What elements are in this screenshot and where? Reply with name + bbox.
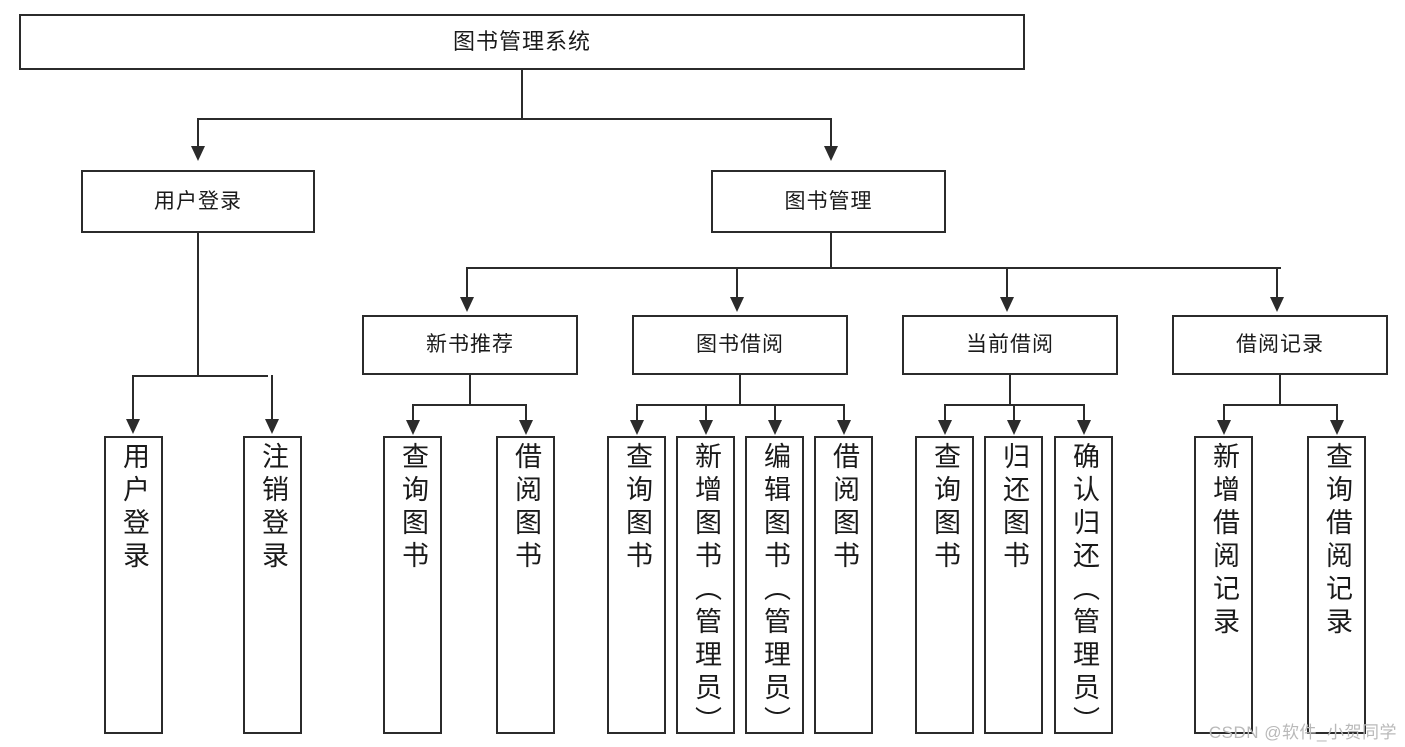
connector-user-login-stem: [197, 233, 199, 376]
node-label: 图书借阅: [696, 333, 784, 357]
node-new-book-recommend[interactable]: 新书推荐: [362, 315, 578, 375]
node-label: 查询图书: [398, 442, 428, 574]
node-label: 用户登录: [119, 442, 149, 574]
connector-level2-bus: [198, 118, 832, 120]
connector-user-login-bus: [133, 375, 268, 377]
arrowhead-leaf-user-login-0: [126, 419, 140, 434]
connector-drop-leaf-current-2: [1083, 404, 1085, 422]
node-label: 编辑图书（管理员）: [760, 442, 790, 739]
node-label: 新增图书（管理员）: [691, 442, 721, 739]
connector-book-borrow-bus: [637, 404, 845, 406]
node-label: 确认归还（管理员）: [1069, 442, 1099, 739]
connector-borrow-record-stem: [1279, 375, 1281, 405]
connector-drop-user-login: [197, 118, 199, 148]
node-book-borrow[interactable]: 图书借阅: [632, 315, 848, 375]
leaf-node-logout[interactable]: 注销登录: [243, 436, 302, 734]
node-label: 借阅图书: [829, 442, 859, 574]
connector-drop-leaf-user-login-1: [271, 375, 273, 421]
node-label: 图书管理系统: [452, 28, 591, 54]
node-label: 借阅记录: [1236, 333, 1324, 357]
node-label: 当前借阅: [966, 333, 1054, 357]
connector-drop-book-borrow: [736, 267, 738, 299]
leaf-node-borrow-edit-book-admin[interactable]: 编辑图书（管理员）: [745, 436, 804, 739]
arrowhead-current-borrow: [1000, 297, 1014, 312]
node-label: 用户登录: [154, 189, 242, 213]
leaf-node-borrow-add-book-admin[interactable]: 新增图书（管理员）: [676, 436, 735, 739]
connector-drop-leaf-recommend-0: [412, 404, 414, 422]
connector-drop-leaf-user-login-0: [132, 375, 134, 421]
connector-book-management-stem: [830, 233, 832, 268]
arrowhead-leaf-borrow-2: [768, 420, 782, 435]
connector-drop-leaf-borrow-2: [774, 404, 776, 422]
node-book-management[interactable]: 图书管理: [711, 170, 946, 233]
node-label: 归还图书: [999, 442, 1029, 574]
connector-new-book-recommend-bus: [413, 404, 527, 406]
arrowhead-leaf-current-1: [1007, 420, 1021, 435]
connector-drop-leaf-current-0: [944, 404, 946, 422]
node-label: 注销登录: [258, 442, 288, 574]
connector-drop-new-book-recommend: [466, 267, 468, 299]
connector-level3-bus: [467, 267, 1281, 269]
connector-drop-leaf-borrow-1: [705, 404, 707, 422]
arrowhead-leaf-borrow-1: [699, 420, 713, 435]
connector-drop-leaf-recommend-1: [525, 404, 527, 422]
arrowhead-book-management: [824, 146, 838, 161]
node-label: 新书推荐: [426, 333, 514, 357]
leaf-node-record-add-record[interactable]: 新增借阅记录: [1194, 436, 1253, 734]
node-label: 借阅图书: [511, 442, 541, 574]
leaf-node-current-query-book[interactable]: 查询图书: [915, 436, 974, 734]
node-current-borrow[interactable]: 当前借阅: [902, 315, 1118, 375]
arrowhead-leaf-record-0: [1217, 420, 1231, 435]
leaf-node-borrow-borrow-book[interactable]: 借阅图书: [814, 436, 873, 734]
node-label: 查询图书: [622, 442, 652, 574]
connector-drop-current-borrow: [1006, 267, 1008, 299]
arrowhead-leaf-current-2: [1077, 420, 1091, 435]
leaf-node-current-confirm-return-admin[interactable]: 确认归还（管理员）: [1054, 436, 1113, 739]
arrowhead-leaf-current-0: [938, 420, 952, 435]
connector-root-stem: [521, 70, 523, 119]
leaf-node-user-login[interactable]: 用户登录: [104, 436, 163, 734]
node-borrow-record[interactable]: 借阅记录: [1172, 315, 1388, 375]
connector-drop-leaf-record-0: [1223, 404, 1225, 422]
connector-drop-leaf-borrow-3: [843, 404, 845, 422]
connector-borrow-record-bus: [1224, 404, 1338, 406]
connector-new-book-recommend-stem: [469, 375, 471, 405]
connector-current-borrow-stem: [1009, 375, 1011, 405]
connector-drop-book-management: [830, 118, 832, 148]
arrowhead-new-book-recommend: [460, 297, 474, 312]
leaf-node-borrow-query-book[interactable]: 查询图书: [607, 436, 666, 734]
node-label: 新增借阅记录: [1209, 442, 1239, 640]
leaf-node-recommend-borrow-book[interactable]: 借阅图书: [496, 436, 555, 734]
connector-current-borrow-bus: [945, 404, 1085, 406]
connector-drop-leaf-borrow-0: [636, 404, 638, 422]
arrowhead-user-login: [191, 146, 205, 161]
node-label: 图书管理: [784, 189, 873, 213]
connector-drop-leaf-current-1: [1013, 404, 1015, 422]
connector-drop-borrow-record: [1276, 267, 1278, 299]
leaf-node-recommend-query-book[interactable]: 查询图书: [383, 436, 442, 734]
arrowhead-book-borrow: [730, 297, 744, 312]
arrowhead-borrow-record: [1270, 297, 1284, 312]
node-label: 查询图书: [930, 442, 960, 574]
leaf-node-record-query-record[interactable]: 查询借阅记录: [1307, 436, 1366, 734]
arrowhead-leaf-borrow-0: [630, 420, 644, 435]
node-user-login[interactable]: 用户登录: [81, 170, 315, 233]
arrowhead-leaf-borrow-3: [837, 420, 851, 435]
arrowhead-leaf-record-1: [1330, 420, 1344, 435]
node-label: 查询借阅记录: [1322, 442, 1352, 640]
connector-drop-leaf-record-1: [1336, 404, 1338, 422]
arrowhead-leaf-recommend-0: [406, 420, 420, 435]
connector-book-borrow-stem: [739, 375, 741, 405]
node-root-book-management-system[interactable]: 图书管理系统: [19, 14, 1025, 70]
arrowhead-leaf-user-login-1: [265, 419, 279, 434]
arrowhead-leaf-recommend-1: [519, 420, 533, 435]
leaf-node-current-return-book[interactable]: 归还图书: [984, 436, 1043, 734]
